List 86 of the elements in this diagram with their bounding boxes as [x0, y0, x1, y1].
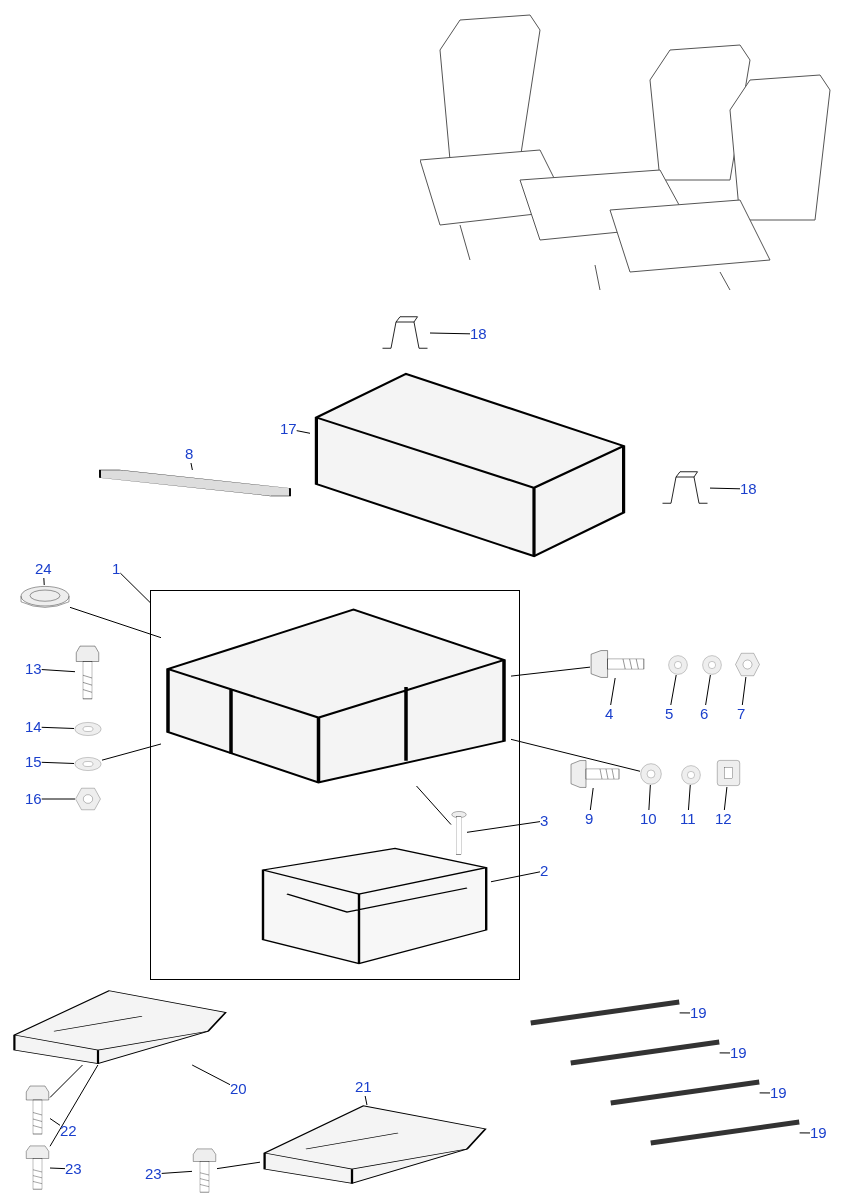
leader-line — [705, 674, 711, 706]
leader-line — [670, 674, 677, 706]
callout-number: 11 — [680, 810, 696, 828]
nut-drawing — [75, 787, 101, 811]
bolt-drawing — [25, 1145, 50, 1190]
callout-number: 19 — [810, 1124, 827, 1142]
assembly-line — [101, 743, 162, 761]
callout-number: 14 — [25, 718, 42, 736]
assembly-line — [216, 1161, 261, 1170]
bolt-drawing — [75, 645, 100, 700]
leader-line — [466, 821, 541, 833]
leader-line — [709, 487, 741, 490]
washer-drawing — [668, 655, 688, 675]
leader-line — [296, 430, 311, 434]
leader-line — [719, 1052, 731, 1054]
callout-number: 24 — [35, 560, 52, 578]
leader-line — [49, 1167, 66, 1170]
callout-number: 3 — [540, 812, 549, 830]
leader-line — [41, 761, 75, 764]
callout-number: 7 — [737, 705, 746, 723]
leader-line — [723, 786, 728, 811]
leader-line — [687, 784, 691, 811]
nut-drawing — [735, 652, 760, 677]
assembly-line — [510, 666, 591, 677]
callout-number: 2 — [540, 862, 549, 880]
leader-line — [648, 784, 651, 811]
leader-line — [741, 676, 747, 706]
washer-drawing — [702, 655, 722, 675]
bolt-drawing — [192, 1148, 217, 1193]
leader-line — [490, 871, 541, 883]
assembly-outline — [150, 590, 520, 980]
callout-number: 19 — [770, 1084, 787, 1102]
leader-line — [49, 1118, 61, 1126]
callout-number: 18 — [740, 480, 757, 498]
callout-number: 6 — [700, 705, 709, 723]
assembly-line — [510, 738, 641, 772]
bolt-drawing — [25, 1085, 50, 1135]
callout-number: 16 — [25, 790, 42, 808]
clip-nut-drawing — [716, 759, 741, 787]
assembly-line — [49, 1064, 83, 1098]
callout-number: 19 — [690, 1004, 707, 1022]
callout-number: 18 — [470, 325, 487, 343]
callout-number: 19 — [730, 1044, 747, 1062]
leader-line — [41, 798, 76, 800]
callout-number: 12 — [715, 810, 732, 828]
rail-drawing — [100, 470, 290, 496]
leader-line — [759, 1092, 771, 1094]
leader-line — [119, 572, 151, 603]
leader-line — [191, 1064, 231, 1086]
leader-line — [610, 677, 616, 706]
washer-drawing — [74, 722, 102, 736]
bolt-drawing — [570, 760, 620, 788]
washer-drawing — [640, 763, 662, 785]
callout-number: 20 — [230, 1080, 247, 1098]
washer-drawing — [681, 765, 701, 785]
leader-line — [799, 1132, 811, 1134]
washer-drawing — [74, 757, 102, 771]
leader-line — [364, 1095, 368, 1106]
bracket-drawing — [660, 470, 710, 505]
leader-line — [679, 1012, 691, 1014]
leader-line — [429, 332, 471, 335]
callout-number: 5 — [665, 705, 674, 723]
callout-number: 4 — [605, 705, 614, 723]
assembly-line — [49, 1064, 99, 1147]
leader-line — [161, 1170, 193, 1174]
leader-line — [589, 787, 594, 811]
leader-line — [41, 669, 76, 673]
leader-line — [41, 726, 75, 729]
leader-line — [190, 462, 193, 471]
callout-number: 1 — [112, 560, 121, 578]
rivet-drawing — [451, 811, 467, 856]
callout-number: 13 — [25, 660, 42, 678]
assembly-line — [416, 785, 452, 826]
callout-number: 23 — [145, 1165, 162, 1183]
bolt-drawing — [590, 650, 645, 678]
callout-number: 23 — [65, 1160, 82, 1178]
leader-line — [43, 577, 45, 586]
callout-number: 22 — [60, 1122, 77, 1140]
callout-number: 10 — [640, 810, 657, 828]
assembly-line — [69, 606, 162, 639]
bracket-drawing — [380, 315, 430, 350]
callout-number: 8 — [185, 445, 194, 463]
callout-number: 17 — [280, 420, 297, 438]
callout-number: 21 — [355, 1078, 372, 1096]
callout-number: 9 — [585, 810, 594, 828]
callout-number: 15 — [25, 753, 42, 771]
